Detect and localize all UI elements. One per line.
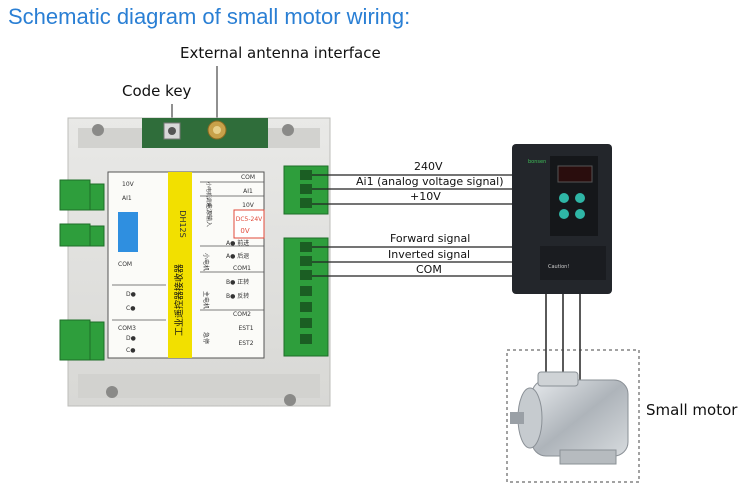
mounting-hole xyxy=(106,386,118,398)
blue-label xyxy=(118,212,138,252)
wire-label-240v: 240V xyxy=(414,160,443,173)
panel-0v: 0V xyxy=(240,227,249,235)
callout-antenna: External antenna interface xyxy=(180,44,381,62)
panel-est2: EST2 xyxy=(238,340,253,347)
wire-label-forward: Forward signal xyxy=(390,232,471,245)
wire-label-10v: +10V xyxy=(410,190,441,203)
wire-label-com: COM xyxy=(416,263,442,276)
right-terminal-strip xyxy=(283,165,329,357)
panel-com2: COM2 xyxy=(233,311,251,318)
panel-b-fwd: B● 正转 xyxy=(226,278,249,286)
terminal-block xyxy=(59,179,91,211)
panel-left-com: COM xyxy=(118,261,132,268)
model-label: DH12S xyxy=(178,210,187,237)
inverter-button[interactable] xyxy=(559,209,569,219)
panel-left-com3: COM3 xyxy=(118,325,136,332)
motor-dashed-frame xyxy=(506,349,640,483)
product-name: 工业遥控器接收器 xyxy=(173,264,185,336)
panel-a-fwd: A● 前进 xyxy=(226,239,249,247)
callout-motor: Small motor xyxy=(646,401,738,419)
panel-speed-zh: 小电机调速 xyxy=(205,182,212,207)
receiver-pcb xyxy=(142,118,268,148)
mounting-hole xyxy=(282,124,294,136)
wire-label-ai1: Ai1 (analog voltage signal) xyxy=(356,175,504,188)
inverter-button[interactable] xyxy=(575,193,585,203)
motor-leads xyxy=(545,294,581,380)
inverter-display xyxy=(557,165,593,183)
inverter-button[interactable] xyxy=(575,209,585,219)
panel-main-motor-zh: 主电机 xyxy=(202,291,210,309)
panel-left-c2: C● xyxy=(126,347,135,354)
signal-wires xyxy=(312,174,514,277)
panel-left-ai1: AI1 xyxy=(122,195,132,202)
mounting-hole xyxy=(92,124,104,136)
motor-terminal-box xyxy=(537,371,579,387)
panel-10v: 10V xyxy=(242,202,255,209)
panel-dc-supply: DC5-24V xyxy=(236,216,263,223)
panel-left-d2: D● xyxy=(126,335,136,342)
power-box xyxy=(233,209,265,239)
diagram-title: Schematic diagram of small motor wiring: xyxy=(8,4,411,29)
callout-code-key: Code key xyxy=(122,82,192,100)
inverter-caution: Caution! xyxy=(548,264,569,270)
panel-a-rev: A● 后退 xyxy=(226,252,249,260)
panel-power-zh: 电源输入 xyxy=(205,203,213,227)
terminal-block xyxy=(59,319,91,361)
panel-ai1: AI1 xyxy=(243,188,253,195)
wire-label-inverted: Inverted signal xyxy=(388,248,471,261)
inverter: bonsen Caution! xyxy=(512,144,612,294)
terminal-block xyxy=(59,223,91,247)
panel-left-d1: D● xyxy=(126,291,136,298)
motor xyxy=(506,349,640,483)
receiver-module: DH12S 工业遥控器接收器 COM AI1 10V DC5-24V 0V A●… xyxy=(67,117,331,407)
panel-b-rev: B● 反转 xyxy=(226,292,249,300)
mounting-hole xyxy=(284,394,296,406)
panel-com-top: COM xyxy=(241,174,255,181)
model-strip xyxy=(168,172,192,358)
panel-stop-zh: 急停 xyxy=(202,332,210,344)
panel-left-10v: 10V xyxy=(122,181,135,188)
inverter-button[interactable] xyxy=(559,193,569,203)
panel-left-c1: C● xyxy=(126,305,135,312)
panel-est1: EST1 xyxy=(238,325,253,332)
motor-body xyxy=(531,379,629,457)
inverter-brand: bonsen xyxy=(528,159,546,165)
panel-com1: COM1 xyxy=(233,265,251,272)
left-terminal-blocks xyxy=(59,179,105,361)
panel-small-motor-zh: 小电机 xyxy=(202,253,210,271)
